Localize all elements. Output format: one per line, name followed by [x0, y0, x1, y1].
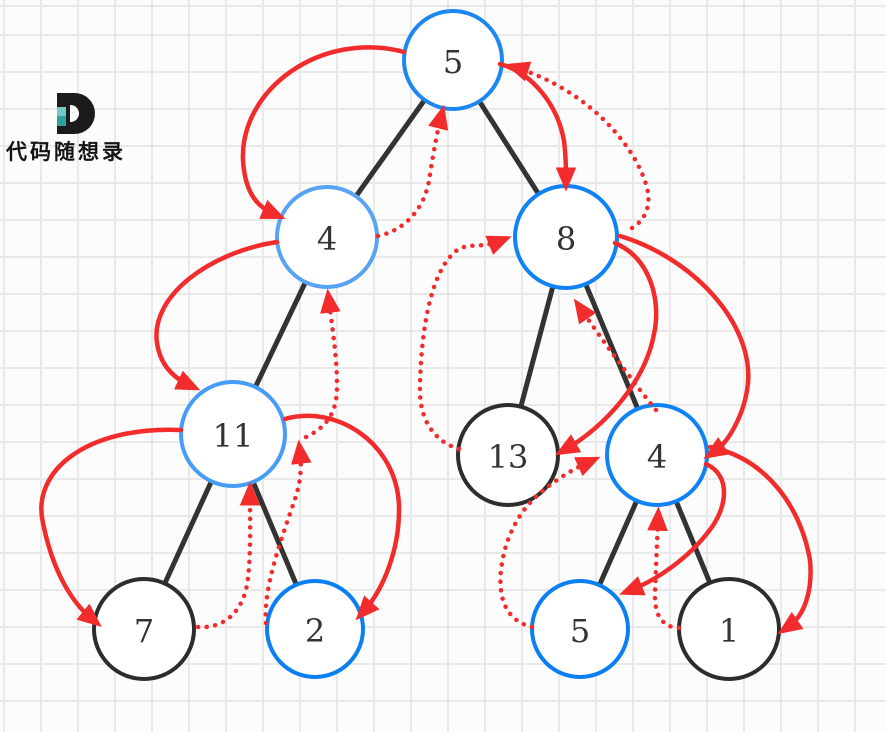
logo-text: 代码随想录	[6, 139, 126, 164]
traversal-arrow-visit	[39, 427, 184, 627]
tree-node-label: 1	[719, 612, 739, 650]
tree-node-label: 4	[317, 220, 337, 258]
tree-edges	[141, 57, 732, 632]
traversal-arrow-visit	[497, 61, 577, 192]
traversal-arrow-return	[573, 298, 659, 413]
traversal-arrow-return	[498, 456, 601, 630]
traversal-arrow-visit	[707, 444, 813, 635]
traversal-arrow-visit	[240, 45, 407, 219]
tree-node-label: 4	[647, 438, 667, 476]
tree-node-label: 8	[556, 220, 576, 258]
tree-node-label: 13	[488, 438, 529, 476]
traversal-arrow-return	[195, 481, 261, 630]
traversal-arrow-visit	[555, 240, 659, 456]
traversal-arrow-visit	[619, 461, 727, 596]
traversal-arrow-visit	[154, 239, 280, 391]
traversal-arrow-return	[375, 104, 449, 239]
traversal-arrow-return	[263, 439, 312, 626]
tree-node-label: 11	[213, 417, 254, 455]
traversal-arrows	[39, 45, 813, 635]
tree-node-circle	[402, 9, 504, 111]
tree-node-label: 2	[305, 612, 325, 650]
tree-node-label: 5	[570, 612, 590, 650]
tree-node-circle	[92, 577, 196, 681]
traversal-arrow-return	[647, 506, 682, 631]
tree-node-circle	[265, 579, 365, 679]
traversal-arrow-visit	[282, 413, 402, 621]
tree-node-label: 7	[134, 612, 154, 650]
traversal-arrow-visit	[617, 233, 751, 459]
site-logo: 代码随想录	[6, 92, 166, 164]
logo-d-icon	[57, 93, 95, 134]
tree-node-label: 5	[443, 43, 463, 81]
tree-nodes: 5 4 8 11 13 4 7 2 5 1	[92, 9, 781, 681]
tree-node-circle	[179, 380, 287, 488]
